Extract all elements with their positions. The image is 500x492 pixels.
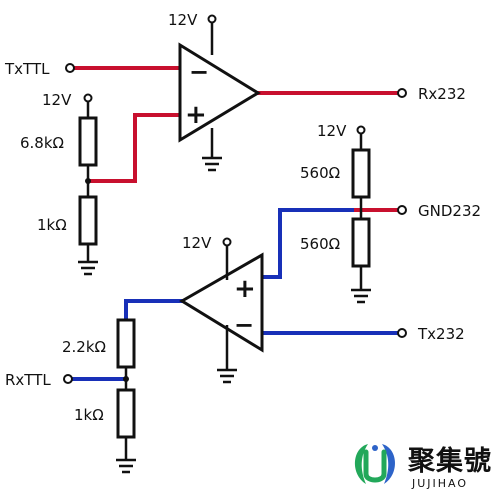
label-12v-opamp-bottom: 12V (182, 234, 212, 252)
junction-divider-top (85, 178, 91, 184)
label-12v-divider-right: 12V (317, 122, 347, 140)
resistor-1k-bottom (116, 388, 136, 439)
label-rx232: Rx232 (418, 85, 466, 103)
opamp-top-plus: + (185, 100, 207, 130)
label-1k-top: 1kΩ (37, 216, 67, 234)
terminal-txttl (65, 63, 75, 73)
opamp-top-minus: − (189, 58, 209, 86)
terminal-rxttl (63, 374, 73, 384)
label-rxttl: RxTTL (5, 371, 51, 389)
label-tx232: Tx232 (417, 325, 465, 343)
terminal-tx232 (397, 328, 407, 338)
ground-icon (78, 260, 98, 276)
terminal-rx232 (397, 88, 407, 98)
op-amp-top: − + (178, 42, 261, 143)
terminal-12v-divider-top (83, 93, 93, 103)
label-12v-divider-top: 12V (42, 91, 72, 109)
ground-icon (202, 156, 222, 172)
opamp-bottom-plus: + (234, 274, 256, 304)
resistor-560-top (351, 148, 371, 199)
resistor-2k2 (116, 318, 136, 369)
terminal-gnd232 (397, 205, 407, 215)
label-txttl: TxTTL (4, 60, 50, 78)
terminal-12v-opamp-bottom (222, 237, 232, 247)
label-gnd232: GND232 (418, 202, 481, 220)
jujihao-logo-icon (354, 444, 396, 484)
resistor-560-bottom (351, 217, 371, 268)
resistor-1k-top (78, 195, 98, 246)
terminal-12v-opamp-top (207, 14, 217, 24)
ground-icon (116, 458, 136, 474)
ground-icon (217, 368, 237, 384)
ground-icon (351, 288, 371, 304)
label-560-bottom: 560Ω (300, 235, 340, 253)
label-560-top: 560Ω (300, 164, 340, 182)
watermark-latin: JUJIHAO (411, 477, 468, 490)
op-amp-bottom: + − (179, 252, 264, 353)
resistor-6k8 (78, 116, 98, 167)
watermark-chinese: 聚集號 (407, 445, 492, 477)
junction-divider-bottom (123, 376, 129, 382)
label-2k2: 2.2kΩ (62, 338, 106, 356)
label-1k-bottom: 1kΩ (74, 406, 104, 424)
blue-wires (68, 208, 402, 381)
label-6k8: 6.8kΩ (20, 134, 64, 152)
terminal-12v-divider-right (356, 125, 366, 135)
label-12v-opamp-top: 12V (168, 11, 198, 29)
opamp-bottom-minus: − (234, 311, 254, 339)
